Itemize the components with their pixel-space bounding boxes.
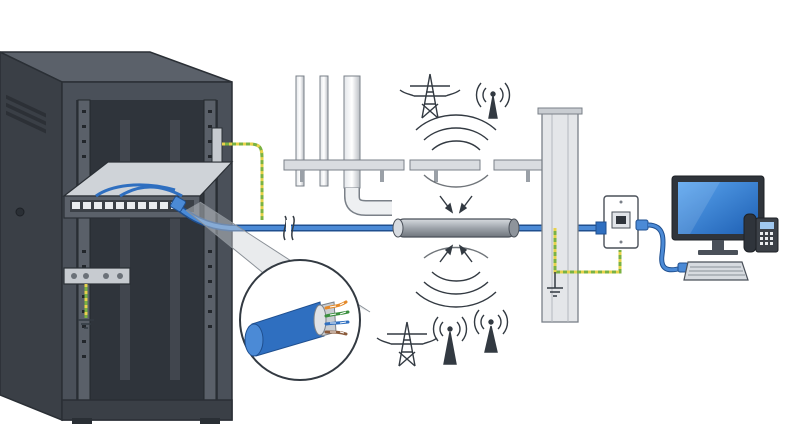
building-pipes	[283, 75, 545, 216]
patch-cord-to-pc	[635, 219, 689, 273]
wall-jack	[595, 195, 639, 249]
power-pylon-icon	[399, 73, 461, 119]
power-pylon-icon	[376, 321, 438, 367]
interference-arrows	[439, 195, 473, 263]
keyboard-icon	[683, 261, 749, 281]
interference-waves-top	[415, 114, 497, 188]
server-rack	[0, 51, 233, 424]
radio-antenna-icon	[432, 316, 468, 365]
ground-symbol-icon	[78, 319, 94, 329]
desktop-computer	[671, 175, 779, 281]
patch-panel	[62, 161, 234, 219]
ground-symbol-icon	[547, 272, 563, 297]
ferrite-choke	[392, 218, 520, 238]
grounding-bus-bar	[63, 127, 264, 329]
monitor-icon	[671, 175, 765, 255]
cable-cross-section-icon	[244, 300, 350, 357]
desk-phone-icon	[743, 213, 779, 253]
wall-section	[537, 107, 622, 323]
radio-antenna-icon	[473, 309, 509, 353]
radio-antenna-icon	[475, 82, 511, 119]
interference-waves-bottom	[415, 246, 497, 308]
